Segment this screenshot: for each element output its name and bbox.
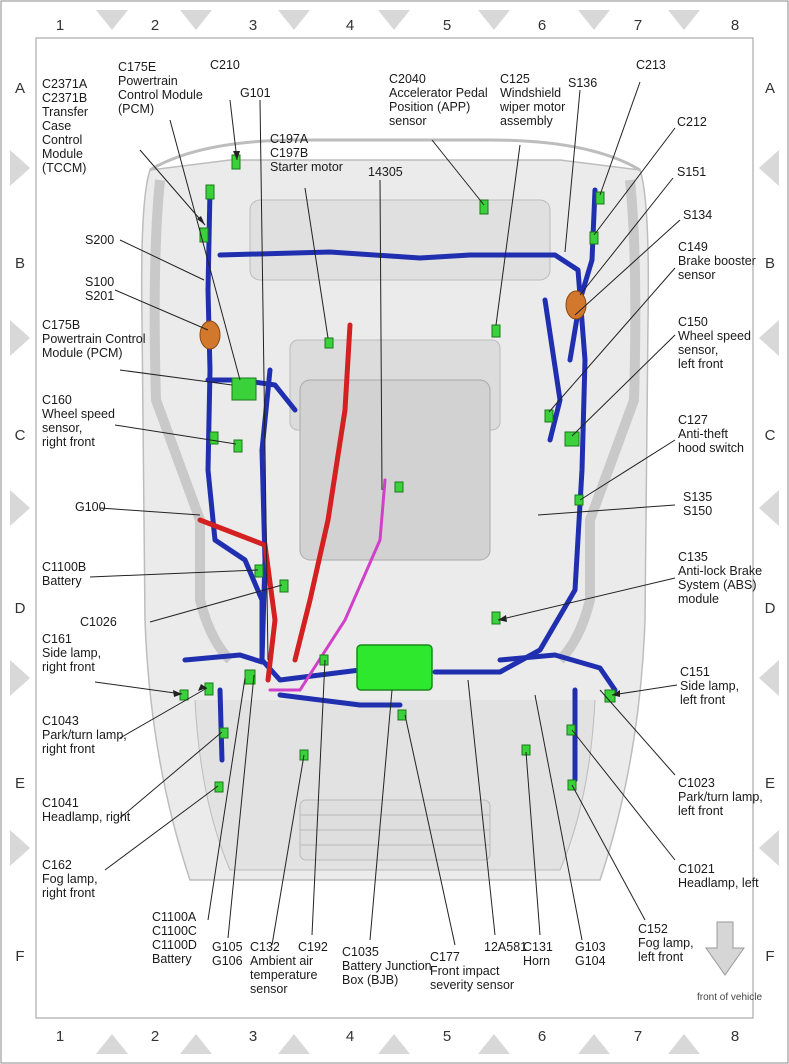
connectors bbox=[179, 154, 616, 793]
label-s134: S134 bbox=[683, 208, 713, 222]
grid-col-3-bottom: 3 bbox=[248, 1028, 258, 1045]
grid-col-8: 8 bbox=[730, 17, 740, 34]
grid-col-7: 7 bbox=[633, 17, 643, 34]
label-c149: C149 Brake booster sensor bbox=[678, 240, 756, 282]
grid-markers-bottom bbox=[96, 1034, 700, 1054]
label-c210: C210 bbox=[210, 58, 240, 72]
label-s136: S136 bbox=[568, 76, 598, 90]
label-c162: C162 Fog lamp, right front bbox=[42, 858, 98, 900]
grid-col-1-bottom: 1 bbox=[55, 1028, 65, 1045]
battery-cable bbox=[197, 322, 353, 683]
grid-row-d-right: D bbox=[764, 600, 776, 617]
grid-row-f: F bbox=[15, 948, 25, 965]
label-g101: G101 bbox=[240, 86, 271, 100]
grid-col-1: 1 bbox=[55, 17, 65, 34]
label-c1043: C1043 Park/turn lamp, right front bbox=[42, 714, 127, 756]
label-c125: C125 Windshield wiper motor assembly bbox=[500, 72, 566, 128]
aux-wire bbox=[268, 478, 387, 692]
label-14305: 14305 bbox=[368, 165, 403, 179]
label-12a581: 12A581 bbox=[484, 940, 528, 954]
splice-s100 bbox=[199, 320, 221, 350]
label-c2040: C2040 Accelerator Pedal Position (APP) s… bbox=[389, 72, 488, 128]
grid-row-f-right: F bbox=[765, 948, 775, 965]
label-c212: C212 bbox=[677, 115, 707, 129]
label-c175b: C175B Powertrain Control Module (PCM) bbox=[42, 318, 146, 360]
leader-lines bbox=[89, 81, 681, 946]
grid-col-7-bottom: 7 bbox=[633, 1028, 643, 1045]
label-c197: C197A C197B Starter motor bbox=[270, 132, 343, 174]
label-s100: S100 S201 bbox=[85, 275, 115, 303]
grid-row-a: A bbox=[14, 80, 25, 97]
label-c132: C132 Ambient air temperature sensor bbox=[250, 940, 318, 996]
grid-col-6-bottom: 6 bbox=[537, 1028, 547, 1045]
grid-row-e: E bbox=[14, 775, 25, 792]
label-c213: C213 bbox=[636, 58, 666, 72]
label-s200: S200 bbox=[85, 233, 115, 247]
grid-row-d: D bbox=[14, 600, 26, 617]
grid-col-5-bottom: 5 bbox=[442, 1028, 452, 1045]
label-c127: C127 Anti-theft hood switch bbox=[678, 413, 745, 455]
label-s151: S151 bbox=[677, 165, 707, 179]
label-c1021: C1021 Headlamp, left bbox=[678, 862, 759, 890]
label-c175e: C175E Powertrain Control Module (PCM) bbox=[118, 60, 203, 116]
label-c1100a: C1100A C1100C C1100D Battery bbox=[152, 910, 197, 966]
grid-col-8-bottom: 8 bbox=[730, 1028, 740, 1045]
grid-col-6: 6 bbox=[537, 17, 547, 34]
label-c1026: C1026 bbox=[80, 615, 117, 629]
grid-col-3: 3 bbox=[248, 17, 258, 34]
label-g100: G100 bbox=[75, 500, 106, 514]
grid-row-c-right: C bbox=[764, 427, 776, 444]
label-c2371: C2371A C2371B Transfer Case Control Modu… bbox=[42, 77, 89, 175]
grid-col-2-bottom: 2 bbox=[150, 1028, 160, 1045]
label-c161: C161 Side lamp, right front bbox=[42, 632, 102, 674]
grid-row-a-right: A bbox=[764, 80, 775, 97]
leader-arrows bbox=[173, 151, 620, 697]
label-c160: C160 Wheel speed sensor, right front bbox=[42, 393, 115, 449]
splices bbox=[199, 290, 587, 350]
label-c177: C177 Front impact severity sensor bbox=[430, 950, 515, 992]
grid-col-4: 4 bbox=[345, 17, 355, 34]
grid-markers-top bbox=[96, 10, 700, 30]
label-c1035: C1035 Battery Junction Box (BJB) bbox=[342, 945, 432, 987]
front-arrow-icon bbox=[705, 921, 745, 976]
grid-row-e-right: E bbox=[764, 775, 775, 792]
grid-row-c: C bbox=[14, 427, 26, 444]
vehicle-body bbox=[140, 138, 650, 881]
grid-col-2: 2 bbox=[150, 17, 160, 34]
label-c1041: C1041 Headlamp, right bbox=[42, 796, 131, 824]
splice-s151 bbox=[565, 290, 587, 320]
grid-markers-left bbox=[10, 150, 30, 866]
label-c131: C131 Horn bbox=[523, 940, 553, 968]
label-g103: G103 G104 bbox=[575, 940, 606, 968]
label-c135: C135 Anti-lock Brake System (ABS) module bbox=[678, 550, 763, 606]
label-c192: C192 bbox=[298, 940, 328, 954]
label-c1100b: C1100B Battery bbox=[42, 560, 87, 588]
grid-col-5: 5 bbox=[442, 17, 452, 34]
label-c1023: C1023 Park/turn lamp, left front bbox=[678, 776, 763, 818]
label-c150: C150 Wheel speed sensor, left front bbox=[678, 315, 751, 371]
front-of-vehicle-note: front of vehicle bbox=[697, 992, 763, 1003]
grid-col-4-bottom: 4 bbox=[345, 1028, 355, 1045]
grid-row-b-right: B bbox=[764, 255, 775, 272]
grid-markers-right bbox=[759, 150, 779, 866]
grid-row-b: B bbox=[14, 255, 25, 272]
label-c151: C151 Side lamp, left front bbox=[680, 665, 740, 707]
label-g105: G105 G106 bbox=[212, 940, 243, 968]
label-c152: C152 Fog lamp, left front bbox=[638, 922, 694, 964]
battery-junction-box[interactable] bbox=[356, 644, 433, 691]
label-s135: S135 S150 bbox=[683, 490, 713, 518]
